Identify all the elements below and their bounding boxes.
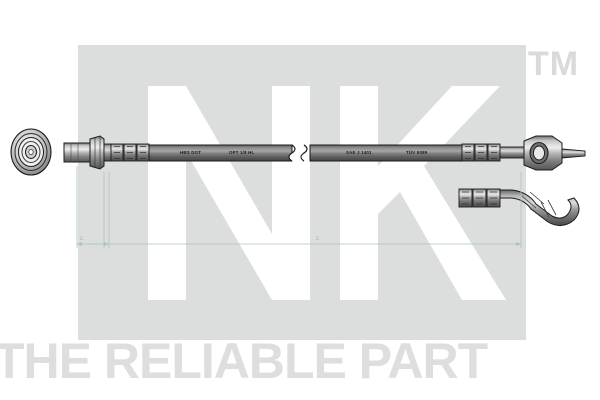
left-crimp-ferrule <box>110 143 150 162</box>
lower-elbow-fitting <box>499 189 580 226</box>
hose-marking-4: TÜV 5089 <box>406 150 428 155</box>
lower-crimp-ferrule <box>458 188 501 208</box>
hose-marking-1: HBS DOT <box>180 150 202 155</box>
banjo-eye-fitting <box>523 135 586 171</box>
hose-marking-3: SAE J 1401 <box>346 150 372 155</box>
hose-marking-2: OPT 1/8 HL <box>229 150 255 155</box>
hose-break-symbol <box>288 144 308 162</box>
dimension-lines <box>76 166 522 248</box>
left-end-fitting <box>63 142 91 163</box>
hose-body-left <box>148 144 293 162</box>
left-hex-nut <box>89 135 112 170</box>
hose-body-right <box>309 144 463 162</box>
brand-tagline: THE RELIABLE PART <box>0 333 488 389</box>
dimension-label-short: L <box>80 236 84 242</box>
right-crimp-ferrule <box>461 143 525 162</box>
dimension-label-total: L <box>316 236 320 242</box>
hose-cross-section-icon <box>10 128 52 176</box>
